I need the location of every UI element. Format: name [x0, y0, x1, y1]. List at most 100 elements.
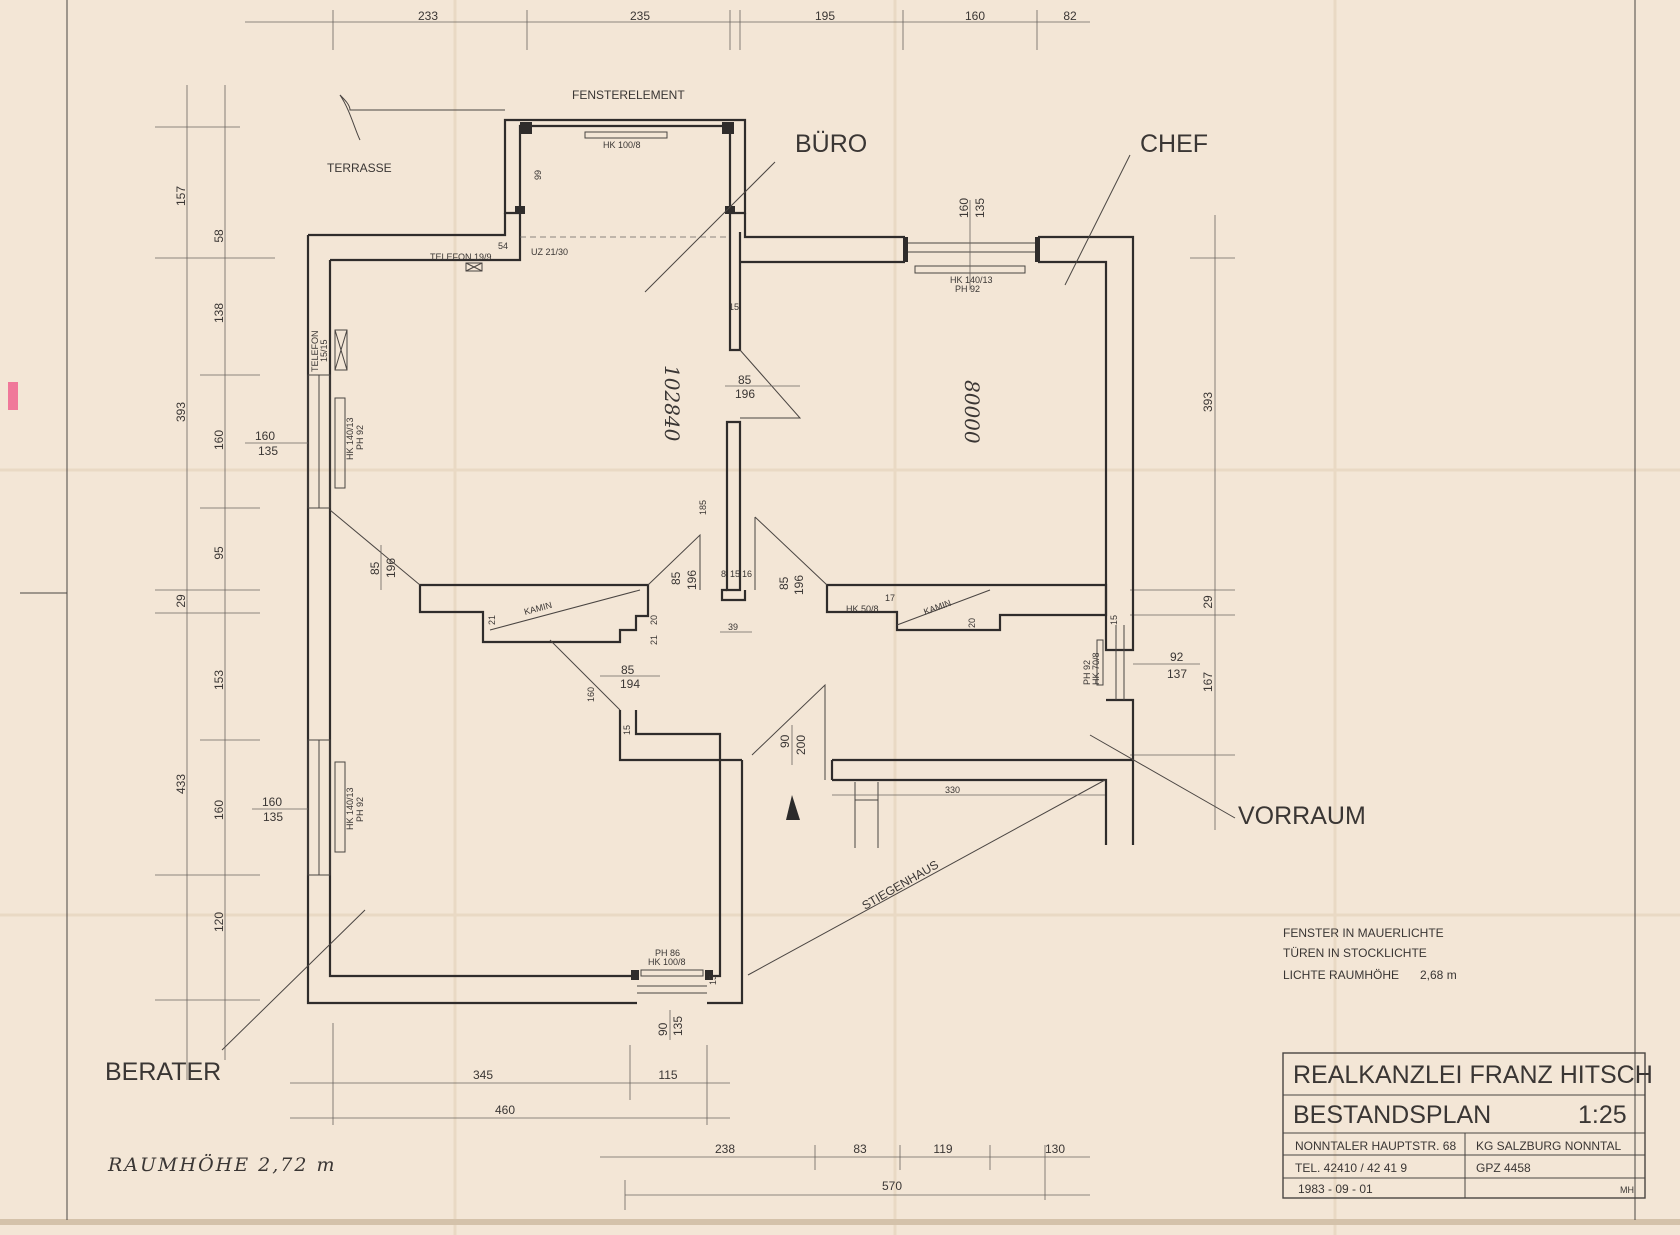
window-chef-width: 160: [957, 198, 971, 218]
room-label-chef: CHEF: [1140, 130, 1208, 158]
dim-right-3: 167: [1201, 672, 1215, 692]
stair-lines: [747, 779, 1106, 976]
label-hk-lower: HK 140/13: [345, 787, 355, 830]
door-berater-height: 196: [384, 558, 398, 578]
label-ph-vorraum: PH 92: [1082, 660, 1092, 685]
dim-15-d: 15: [708, 975, 718, 985]
bay-radiator: [584, 131, 668, 139]
dim-left-inner-3: 160: [212, 430, 226, 450]
title-gpz: GPZ 4458: [1476, 1161, 1531, 1175]
title-cadastral: KG SALZBURG NONNTAL: [1476, 1139, 1621, 1153]
door-buero-width: 85: [738, 373, 752, 387]
dim-160-hall: 160: [586, 687, 596, 702]
leader-lines: [221, 154, 1236, 1051]
window-left-2-height: 135: [263, 810, 283, 824]
door-hall-height: 194: [620, 677, 640, 691]
label-ph-lower: PH 92: [355, 797, 365, 822]
window-bottom-width: 90: [656, 1022, 670, 1036]
window-left-1-width: 160: [255, 429, 275, 443]
bay-post: [722, 122, 734, 134]
dim-17: 17: [885, 593, 895, 603]
room-label-berater: BERATER: [105, 1058, 221, 1086]
title-plan: BESTANDSPLAN: [1293, 1101, 1491, 1129]
note-room-height-value: 2,68 m: [1420, 968, 1457, 982]
label-ph-chef: PH 92: [955, 284, 980, 294]
door-entry-width: 90: [778, 734, 792, 748]
label-terrasse: TERRASSE: [327, 161, 392, 175]
pink-tab-marker: [8, 382, 18, 410]
dim-left-outer-2: 393: [174, 402, 188, 422]
dim-185: 185: [698, 500, 708, 515]
dim-top-1: 233: [418, 9, 438, 23]
bay-post: [515, 206, 525, 214]
dim-15: 15: [730, 569, 740, 579]
title-phone: TEL. 42410 / 42 41 9: [1295, 1161, 1407, 1175]
label-telefon-left: TELEFON: [310, 330, 320, 372]
label-uz: UZ 21/30: [531, 247, 568, 257]
telefon-box: [465, 236, 730, 272]
stamp-number-2: 80000: [960, 380, 984, 444]
bottom-window: [631, 969, 713, 994]
title-date: 1983 - 09 - 01: [1298, 1182, 1373, 1196]
door-berater-width: 85: [368, 561, 382, 575]
dim-top-5: 82: [1063, 9, 1077, 23]
dim-8: 8: [721, 569, 726, 579]
door-hall-width: 85: [621, 663, 635, 677]
window-vorraum-height: 137: [1167, 667, 1187, 681]
dim-right-2: 29: [1201, 595, 1215, 609]
dim-left-inner-2: 138: [212, 303, 226, 323]
terrace-outline: [339, 94, 505, 141]
left-dimension-chain: 157 393 433 58 138 160 95 29 153 160 120: [155, 85, 275, 1080]
door-entry-height: 200: [794, 735, 808, 755]
title-initials: MH: [1620, 1185, 1634, 1195]
dim-left-inner-4: 95: [212, 546, 226, 560]
dim-99: 99: [533, 170, 543, 180]
label-ph-86: PH 86: [655, 948, 680, 958]
label-hk-70: HK 70/8: [1091, 652, 1101, 685]
dim-top-4: 160: [965, 9, 985, 23]
label-telefon-top: TELEFON 19/9: [430, 252, 492, 262]
dim-15-a: 15: [729, 302, 739, 312]
window-chef-height: 135: [973, 198, 987, 218]
note-doors: TÜREN IN STOCKLICHTE: [1283, 946, 1427, 960]
dim-bottom-238: 238: [715, 1142, 735, 1156]
dim-20-a: 20: [649, 615, 659, 625]
door-center-left-width: 85: [669, 571, 683, 585]
dim-bottom-460: 460: [495, 1103, 515, 1117]
window-left-2-width: 160: [262, 795, 282, 809]
dim-top-3: 195: [815, 9, 835, 23]
dim-left-inner-6: 153: [212, 670, 226, 690]
bay-post: [520, 122, 532, 134]
dim-top-2: 235: [630, 9, 650, 23]
door-buero-height: 196: [735, 387, 755, 401]
door-swings: [329, 349, 828, 780]
door-center-right-height: 196: [792, 575, 806, 595]
label-hk-50: HK 50/8: [846, 604, 879, 614]
dim-left-outer-1: 157: [174, 186, 188, 206]
note-windows: FENSTER IN MAUERLICHTE: [1283, 926, 1444, 940]
dim-bottom-345: 345: [473, 1068, 493, 1082]
label-dim-54: 54: [498, 241, 508, 251]
dim-15-c: 15: [622, 725, 632, 735]
dim-bottom-130: 130: [1045, 1142, 1065, 1156]
title-address: NONNTALER HAUPTSTR. 68: [1295, 1139, 1456, 1153]
label-ph-left: PH 92: [355, 425, 365, 450]
dim-15-b: 15: [1109, 615, 1119, 625]
dim-bottom-570: 570: [882, 1179, 902, 1193]
kamin-diagonal: [489, 589, 641, 631]
door-center-left-height: 196: [685, 570, 699, 590]
window-left-1-height: 135: [258, 444, 278, 458]
bottom-dimension-chains: 345 115 460 238 83 119 130 570: [290, 1023, 1090, 1210]
dim-39: 39: [728, 622, 738, 632]
room-label-vorraum: VORRAUM: [1238, 802, 1366, 830]
note-room-height: LICHTE RAUMHÖHE: [1283, 968, 1399, 982]
title-scale: 1:25: [1578, 1101, 1627, 1129]
stamp-number-1: 102840: [660, 365, 684, 442]
title-firm: REALKANZLEI FRANZ HITSCH: [1293, 1061, 1653, 1089]
top-dimension-chain: 233 235 195 160 82: [245, 9, 1090, 50]
label-hk-chef: HK 140/13: [950, 275, 993, 285]
entrance-arrow-icon: [786, 795, 800, 820]
opening-dimensions: 160 135 160 135 85 196 85 196 85 196 85 …: [245, 170, 1200, 1040]
left-wall-windows: [307, 329, 348, 876]
